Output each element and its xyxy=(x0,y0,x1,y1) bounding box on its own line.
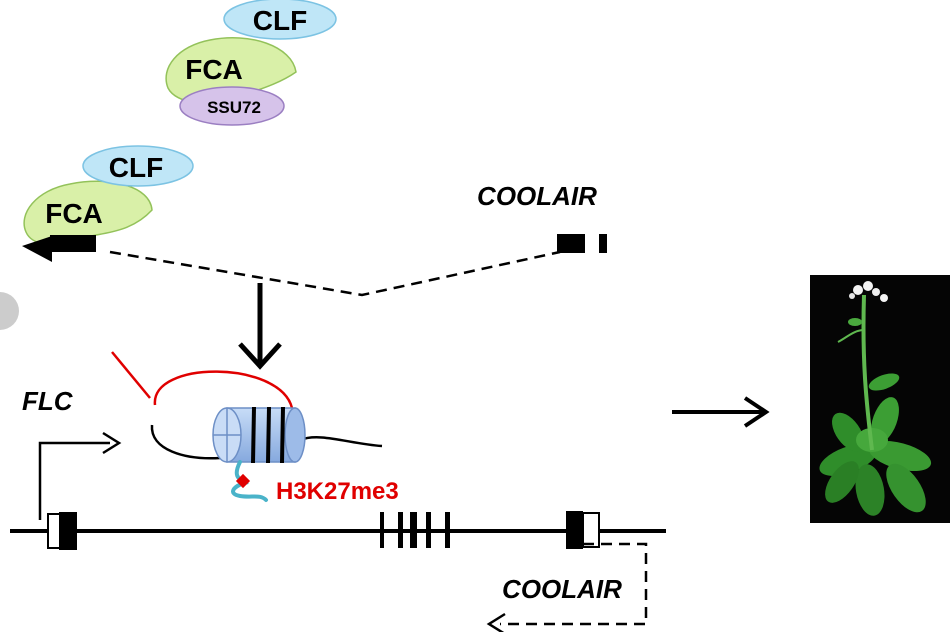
fca-top-label: FCA xyxy=(185,54,243,85)
down-arrow xyxy=(238,283,282,370)
dna-strand-right xyxy=(299,436,383,448)
red-loop-arc xyxy=(153,370,294,409)
flc-exon-3 xyxy=(398,512,403,548)
flc-exon-7 xyxy=(566,511,583,549)
flc-utr-3 xyxy=(582,512,600,548)
nucleosome xyxy=(212,406,306,464)
red-loop-tail xyxy=(111,351,151,399)
ssu72-label: SSU72 xyxy=(207,98,261,117)
coolair-dashed-path xyxy=(500,542,648,626)
clf-top-shape xyxy=(223,0,337,40)
flc-exon-1 xyxy=(59,512,77,550)
flc-tss-arrow-line xyxy=(38,441,110,520)
complex-clf-fca: CLF FCA xyxy=(23,145,194,246)
coolair-arrowhead xyxy=(486,612,506,632)
coolair-exon-left xyxy=(50,235,96,252)
coolair-antisense: COOLAIR xyxy=(486,542,648,632)
flc-exon-2 xyxy=(380,512,384,548)
coolair-exon-small xyxy=(599,234,607,253)
clf-mid-shape xyxy=(82,145,194,187)
chromatin-loop: H3K27me3 xyxy=(111,351,399,505)
coolair-bottom-label: COOLAIR xyxy=(502,574,622,604)
flc-gene: FLC xyxy=(10,386,666,550)
fca-mid-label: FCA xyxy=(45,198,103,229)
h3k27me3-label: H3K27me3 xyxy=(276,478,399,505)
clf-mid-label: CLF xyxy=(109,152,163,183)
flc-tss-arrowhead xyxy=(102,431,122,455)
complex-clf-fca-ssu72: CLF FCA SSU72 xyxy=(165,0,337,126)
left-nav-control[interactable] xyxy=(0,292,19,330)
flc-label: FLC xyxy=(22,386,74,416)
dna-strand-left xyxy=(150,424,221,460)
arabidopsis-plant-image xyxy=(810,275,950,523)
right-arrow xyxy=(672,396,770,428)
transcript-arrowhead xyxy=(22,236,52,262)
coolair-exon-right xyxy=(557,234,585,253)
flc-exon-5 xyxy=(426,512,431,548)
coolair-top-label: COOLAIR xyxy=(477,181,597,211)
spliced-coolair-transcript: COOLAIR xyxy=(22,181,607,297)
clf-top-label: CLF xyxy=(253,5,307,36)
flc-utr-5 xyxy=(47,513,61,549)
methyl-mark xyxy=(235,473,251,489)
histone-tail xyxy=(231,460,268,502)
ssu72-shape xyxy=(179,86,285,126)
flc-exon-6 xyxy=(445,512,450,548)
splice-junction xyxy=(109,250,561,297)
flc-exon-4 xyxy=(410,512,417,548)
